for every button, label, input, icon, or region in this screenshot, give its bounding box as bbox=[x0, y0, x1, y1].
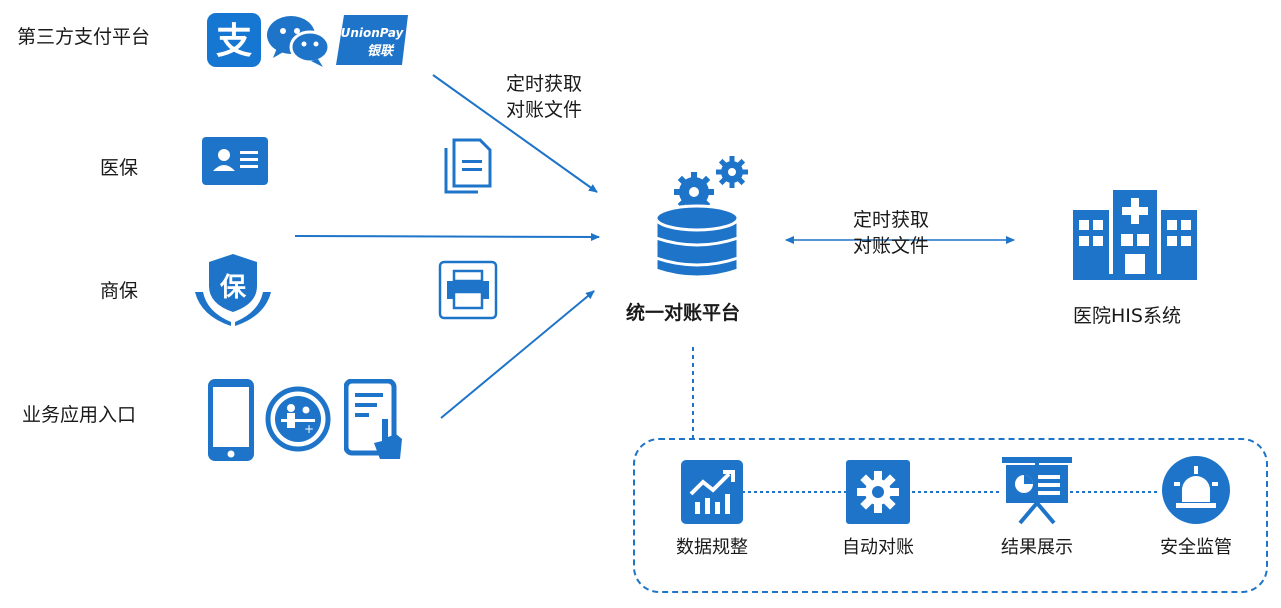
left-annotation: 定时获取 对账文件 bbox=[506, 71, 582, 123]
chart-trend-icon bbox=[681, 460, 743, 524]
phone-icon bbox=[208, 379, 254, 461]
unionpay-icon: UnionPay 银联 bbox=[336, 15, 410, 65]
wechat-icon bbox=[265, 10, 331, 70]
right-annotation-line2: 对账文件 bbox=[853, 235, 930, 257]
source-label-business: 业务应用入口 bbox=[22, 404, 137, 426]
functions-panel bbox=[633, 438, 1268, 593]
svg-text:支: 支 bbox=[216, 21, 252, 62]
presentation-board-icon bbox=[1002, 457, 1072, 525]
hospital-icon bbox=[1073, 188, 1197, 280]
printer-icon bbox=[438, 260, 498, 320]
gear-icon bbox=[846, 460, 910, 524]
alarm-light-icon bbox=[1162, 456, 1230, 524]
insurance-shield-icon: 保 bbox=[193, 252, 273, 328]
his-label: 医院HIS系统 bbox=[1073, 305, 1181, 327]
svg-text:+: + bbox=[304, 422, 314, 436]
left-annotation-line1: 定时获取 bbox=[506, 73, 583, 95]
alipay-icon: 支 bbox=[207, 13, 261, 67]
svg-text:银联: 银联 bbox=[367, 43, 395, 59]
function-label-normalize: 数据规整 bbox=[676, 537, 748, 558]
document-icon bbox=[442, 138, 494, 196]
source-label-medical: 医保 bbox=[100, 157, 139, 179]
tablet-touch-icon bbox=[343, 378, 408, 461]
id-card-icon bbox=[202, 137, 268, 185]
source-label-payment: 第三方支付平台 bbox=[17, 26, 151, 48]
function-label-auto-reconcile: 自动对账 bbox=[842, 537, 914, 558]
database-gear-icon bbox=[650, 150, 762, 280]
function-label-results: 结果展示 bbox=[1001, 537, 1073, 558]
svg-text:保: 保 bbox=[219, 273, 247, 303]
right-annotation-line1: 定时获取 bbox=[853, 209, 930, 231]
arrow-payment-to-platform bbox=[432, 74, 598, 193]
right-annotation: 定时获取 对账文件 bbox=[853, 207, 929, 259]
function-label-security: 安全监管 bbox=[1160, 537, 1232, 558]
self-service-icon: + bbox=[265, 386, 331, 452]
platform-label: 统一对账平台 bbox=[626, 302, 741, 324]
arrow-entry-to-platform bbox=[440, 290, 595, 419]
arrow-insurance-to-platform bbox=[294, 232, 600, 241]
source-label-commercial: 商保 bbox=[100, 280, 139, 302]
svg-text:UnionPay: UnionPay bbox=[341, 26, 405, 40]
left-annotation-line2: 对账文件 bbox=[506, 99, 583, 121]
